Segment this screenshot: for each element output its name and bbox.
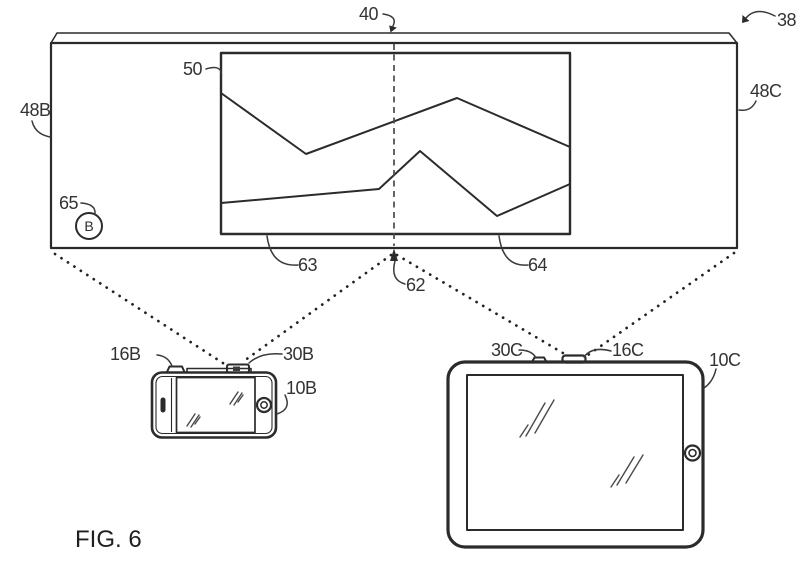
leader-63 (266, 235, 299, 266)
ref-label-48C: 48C (750, 81, 782, 101)
arrowhead-38 (742, 15, 750, 23)
tablet-device (446, 354, 705, 549)
tablet-home-button-inner (688, 448, 697, 458)
leader-40 (382, 13, 395, 27)
phone-screen (175, 376, 256, 434)
phone-home-button (255, 396, 273, 414)
leader-10B (276, 394, 288, 415)
surface-panel (49, 41, 739, 250)
ref-label-30C: 30C (491, 340, 523, 360)
phone-device (150, 363, 278, 439)
phone-screen-shine-upper (229, 391, 244, 406)
figure-caption: FIG. 6 (75, 526, 142, 553)
leader-10C (703, 368, 717, 389)
ref-label-38: 38 (777, 10, 797, 30)
leader-48B (31, 120, 51, 138)
leader-30C (518, 349, 537, 359)
leader-50 (205, 66, 223, 77)
graph-line-lower (220, 150, 571, 217)
tablet-body (446, 360, 705, 549)
tablet-home-button (683, 444, 702, 462)
ref-label-63: 63 (298, 255, 318, 275)
leader-16B (156, 354, 173, 367)
leader-38 (745, 10, 776, 19)
ref-label-16C: 16C (612, 340, 644, 360)
phone-top-strip (186, 367, 252, 372)
ref-label-62: 62 (406, 275, 426, 295)
tablet-left-bump (531, 356, 548, 363)
tablet-screen-shine-lower (610, 454, 644, 488)
arrowhead-40 (389, 25, 397, 33)
ref-label-30B: 30B (283, 344, 314, 364)
leader-64 (498, 235, 529, 266)
ref-label-65: 65 (59, 193, 79, 213)
projection-line-left-inner (242, 253, 393, 363)
projection-line-right-inner (395, 253, 570, 358)
projection-line-right-outer (586, 251, 736, 357)
phone-body (150, 371, 278, 439)
ref-label-40: 40 (359, 4, 379, 24)
graph-line-upper (220, 92, 571, 155)
phone-home-button-inner (260, 401, 268, 409)
tablet-screen-shine-upper (519, 399, 555, 438)
center-boundary-arrowhead (390, 248, 398, 261)
ref-label-10B: 10B (286, 378, 317, 398)
ref-label-50: 50 (183, 59, 203, 79)
ref-label-16B: 16B (110, 344, 141, 364)
phone-camera-lens (233, 366, 240, 371)
badge-circle (75, 212, 103, 240)
tablet-screen (466, 374, 684, 531)
leader-65 (80, 202, 96, 215)
badge-letter: B (84, 218, 93, 234)
phone-screen-shine-lower (186, 413, 201, 428)
image-frame (219, 51, 572, 236)
leader-30B (248, 352, 283, 364)
ref-label-10C: 10C (709, 350, 741, 370)
leader-16C (583, 348, 612, 358)
wall-top-line (50, 32, 738, 44)
phone-speaker (160, 397, 166, 413)
ref-label-48B: 48B (20, 100, 51, 120)
leader-48C (738, 100, 757, 112)
ref-label-64: 64 (528, 255, 548, 275)
phone-left-button (166, 365, 186, 373)
projection-line-left-outer (53, 252, 231, 369)
leader-62 (393, 260, 406, 285)
